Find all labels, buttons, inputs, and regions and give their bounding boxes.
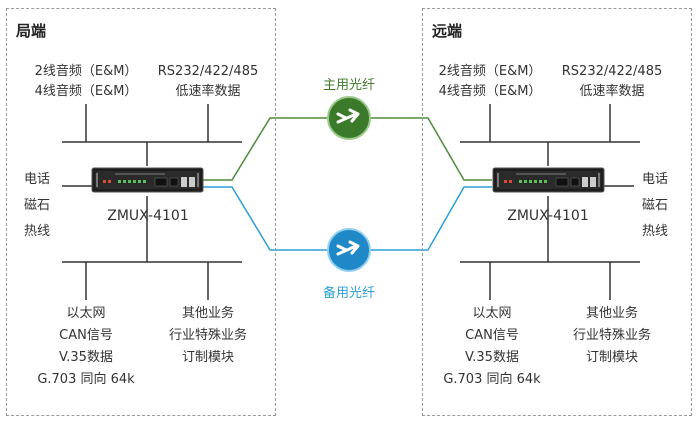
remote-v35: V.35数据 [465, 350, 519, 365]
local-magneto: 磁石 [24, 198, 51, 213]
local-bus-lines [62, 104, 242, 300]
local-title: 局端 [16, 22, 47, 40]
remote-low-rate: 低速率数据 [579, 84, 645, 99]
remote-audio-4wire: 4线音频（E&M） [438, 84, 542, 99]
local-audio-4wire: 4线音频（E&M） [34, 84, 138, 99]
primary-fiber-label: 主用光纤 [322, 78, 376, 93]
local-custom: 订制模块 [181, 350, 235, 365]
remote-rs-ports: RS232/422/485 [561, 64, 663, 79]
remote-g703: G.703 同向 64k [443, 372, 541, 387]
backup-fiber-icon [327, 228, 371, 272]
local-can: CAN信号 [59, 328, 113, 343]
primary-fiber-icon [327, 96, 371, 140]
remote-ethernet: 以太网 [472, 306, 512, 321]
local-device [91, 167, 204, 193]
local-low-rate: 低速率数据 [175, 84, 241, 99]
remote-device-label: ZMUX-4101 [507, 208, 589, 224]
backup-fiber-label: 备用光纤 [322, 286, 376, 301]
remote-panel [422, 8, 692, 416]
remote-custom: 订制模块 [585, 350, 639, 365]
remote-audio-2wire: 2线音频（E&M） [438, 64, 542, 79]
remote-bus-lines [460, 104, 640, 300]
local-panel [6, 8, 276, 416]
local-audio-2wire: 2线音频（E&M） [34, 64, 138, 79]
local-g703: G.703 同向 64k [37, 372, 135, 387]
remote-device [492, 167, 605, 193]
local-rs-ports: RS232/422/485 [157, 64, 259, 79]
local-hotline: 热线 [24, 224, 51, 239]
remote-magneto: 磁石 [642, 198, 669, 213]
local-device-label: ZMUX-4101 [107, 208, 189, 224]
local-industry: 行业特殊业务 [168, 328, 248, 343]
local-phone: 电话 [24, 172, 51, 187]
remote-phone: 电话 [642, 172, 669, 187]
local-other: 其他业务 [181, 306, 235, 321]
remote-hotline: 热线 [642, 224, 669, 239]
remote-industry: 行业特殊业务 [572, 328, 652, 343]
local-ethernet: 以太网 [66, 306, 106, 321]
local-v35: V.35数据 [59, 350, 113, 365]
remote-can: CAN信号 [465, 328, 519, 343]
remote-title: 远端 [432, 22, 463, 40]
remote-other: 其他业务 [585, 306, 639, 321]
